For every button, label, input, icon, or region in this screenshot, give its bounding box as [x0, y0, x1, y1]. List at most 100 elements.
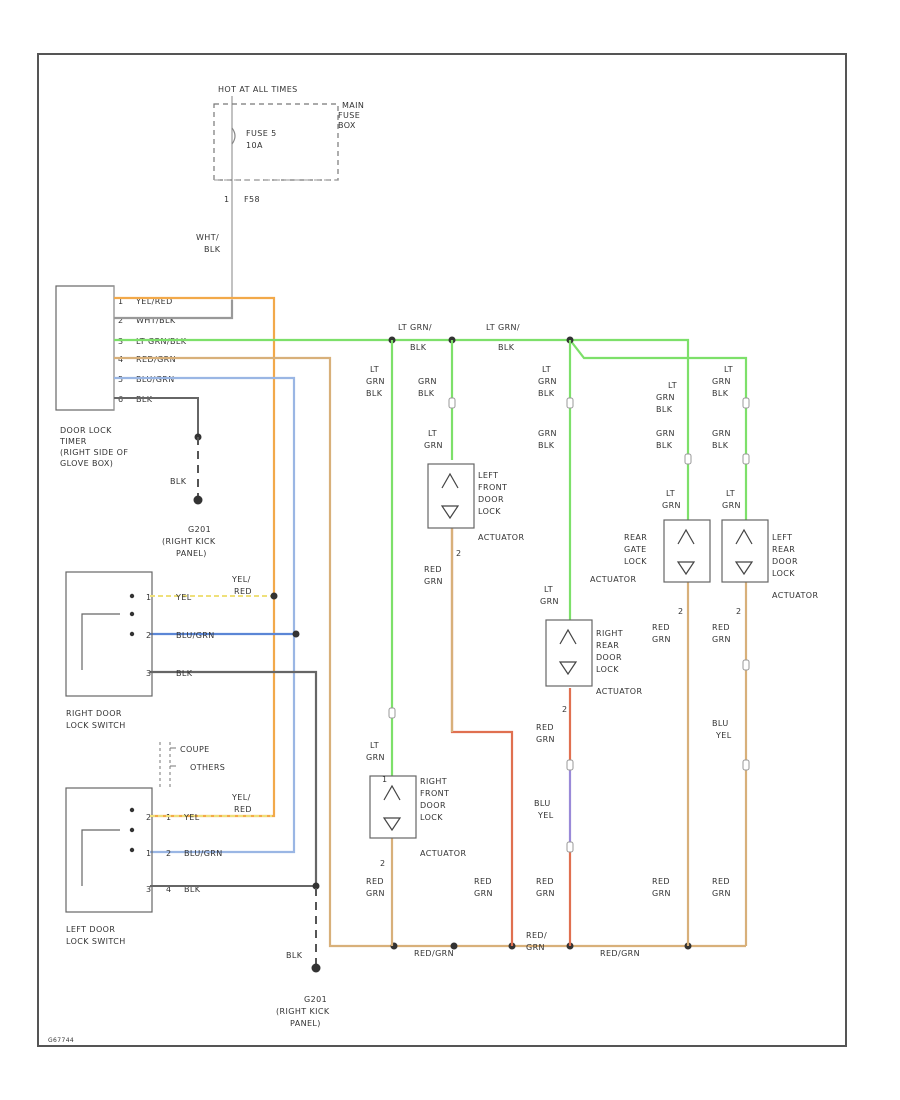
rg-grn-label-3: GRN	[662, 501, 681, 510]
lf-blk-label: BLK	[418, 389, 435, 398]
right-switch-splice-1	[270, 592, 278, 600]
bus-top-label-2a: LT GRN/	[486, 323, 520, 332]
timer-box	[55, 285, 115, 411]
rf-label-1: RIGHT	[420, 777, 447, 786]
bus-bottom-label-1: RED/GRN	[414, 949, 454, 958]
ground-location-1: (RIGHT KICK	[162, 537, 216, 546]
rf-red-label: RED	[366, 877, 384, 886]
rf-lt-label-2: LT	[370, 741, 379, 750]
right-switch-pin-2: 2	[146, 631, 152, 640]
lr-red-label: RED	[712, 623, 730, 632]
rf-label-2: FRONT	[420, 789, 449, 798]
rr-label-2: REAR	[596, 641, 619, 650]
right-switch-box	[65, 571, 153, 697]
right-switch-splice-color-1: YEL/	[231, 575, 251, 584]
lf-label-2: FRONT	[478, 483, 507, 492]
lf-label-1: LEFT	[478, 471, 498, 480]
rg-blk-label: BLK	[656, 405, 673, 414]
coupe-label: COUPE	[180, 745, 210, 754]
rg-actuator-box	[663, 519, 711, 583]
lf-grn-label-4: GRN	[474, 889, 493, 898]
left-switch-label-1: LEFT DOOR	[66, 925, 115, 934]
others-label: OTHERS	[190, 763, 225, 772]
rr-actuator-box	[545, 619, 593, 687]
left-ground-location-1: (RIGHT KICK	[276, 1007, 330, 1016]
left-ground-location-2: PANEL)	[290, 1019, 321, 1028]
right-switch-contact	[81, 613, 120, 670]
timer-pin-6-color: BLK	[136, 395, 153, 404]
timer-ground-wire	[114, 397, 199, 436]
fuse-box-label-3: BOX	[338, 121, 356, 130]
lf-grn-label: GRN	[418, 377, 437, 386]
timer-label-2: TIMER	[59, 437, 87, 446]
bus-top-label-2b: BLK	[498, 343, 515, 352]
rr-grn-label: GRN	[538, 377, 557, 386]
timer-pin-3-color: LT GRN/BLK	[136, 337, 187, 346]
left-switch-ground-splice	[312, 882, 320, 890]
lr-grn-label-5: GRN	[712, 889, 731, 898]
timer-label-1: DOOR LOCK	[60, 426, 112, 435]
left-switch-pin-2a: 1	[146, 849, 152, 858]
connector-pin-number: 1	[224, 195, 230, 204]
left-rear-door-lock-actuator: LEFT REAR DOOR LOCK ACTUATOR 2	[721, 519, 818, 616]
ground-name: G201	[188, 525, 211, 534]
diagram-frame	[37, 53, 847, 1047]
rf-motor-icon	[382, 784, 402, 832]
right-switch-pin-3-color: BLK	[176, 669, 193, 678]
fuse-box-label-2: FUSE	[338, 111, 360, 120]
lf-label-4: LOCK	[478, 507, 501, 516]
lf-motor-icon	[440, 472, 460, 520]
right-door-lock-switch: RIGHT DOOR LOCK SWITCH 1 YEL YEL/ RED 2 …	[65, 571, 300, 730]
rg-label-1: REAR	[624, 533, 647, 542]
timer-pin-1: 1	[118, 297, 124, 306]
lr-lt-label-2: LT	[726, 489, 735, 498]
bus-top-label-1a: LT GRN/	[398, 323, 432, 332]
connector-id: F58	[244, 195, 260, 204]
lf-pin-bottom: 2	[456, 549, 462, 558]
rg-grn-label-2: GRN	[656, 429, 675, 438]
bus-bottom-mid-label-a: RED/	[526, 931, 547, 940]
right-switch-pin-1: 1	[146, 593, 152, 602]
rf-actuator-box	[369, 775, 417, 839]
rr-red-label: RED	[536, 723, 554, 732]
lr-grn-label-2: GRN	[712, 429, 731, 438]
lf-lt-label: LT	[428, 429, 437, 438]
lr-pin-bottom: 2	[736, 607, 742, 616]
left-switch-pin-1b: 1	[166, 813, 172, 822]
lr-label-1: LEFT	[772, 533, 792, 542]
rg-lt-label-2: LT	[666, 489, 675, 498]
timer-label-3: (RIGHT SIDE OF	[60, 448, 128, 457]
lr-label-3: DOOR	[772, 557, 798, 566]
fuse-name: FUSE 5	[246, 129, 277, 138]
lr-lt-label: LT	[724, 365, 733, 374]
fuse-box-label-1: MAIN	[342, 101, 364, 110]
rf-lt-label: LT	[370, 365, 379, 374]
lf-grn-label-2: GRN	[424, 441, 443, 450]
ground-location-2: PANEL)	[176, 549, 207, 558]
lr-grn-label-3: GRN	[722, 501, 741, 510]
rr-grn-label-2: GRN	[538, 429, 557, 438]
right-front-door-lock-actuator: 1 2 RIGHT FRONT DOOR LOCK ACTUATOR	[369, 775, 466, 868]
lr-grn-label-4: GRN	[712, 635, 731, 644]
ground-wire-color: BLK	[170, 477, 187, 486]
switch-ground-wire	[150, 670, 318, 886]
timer-pin-2-color: WHT/BLK	[136, 316, 176, 325]
timer-pin-5-color: BLU/GRN	[136, 375, 175, 384]
lf-label-5: ACTUATOR	[478, 533, 524, 542]
rg-grn-label: GRN	[656, 393, 675, 402]
rf-label-5: ACTUATOR	[420, 849, 466, 858]
lr-label-4: LOCK	[772, 569, 795, 578]
lt-grn-blk-bus	[114, 338, 748, 404]
main-fuse-box	[213, 103, 339, 181]
rr-blu-label: BLU	[534, 799, 551, 808]
yel-red-wire	[114, 296, 276, 818]
rr-grn-label-4: GRN	[536, 735, 555, 744]
rg-label-3: LOCK	[624, 557, 647, 566]
left-ground-name: G201	[304, 995, 327, 1004]
left-switch-pin-1a: 2	[146, 813, 152, 822]
left-ground-wire-color: BLK	[286, 951, 303, 960]
rr-label-3: DOOR	[596, 653, 622, 662]
rf-pin-top: 1	[382, 775, 388, 784]
left-switch-pin-3-color: BLK	[184, 885, 201, 894]
